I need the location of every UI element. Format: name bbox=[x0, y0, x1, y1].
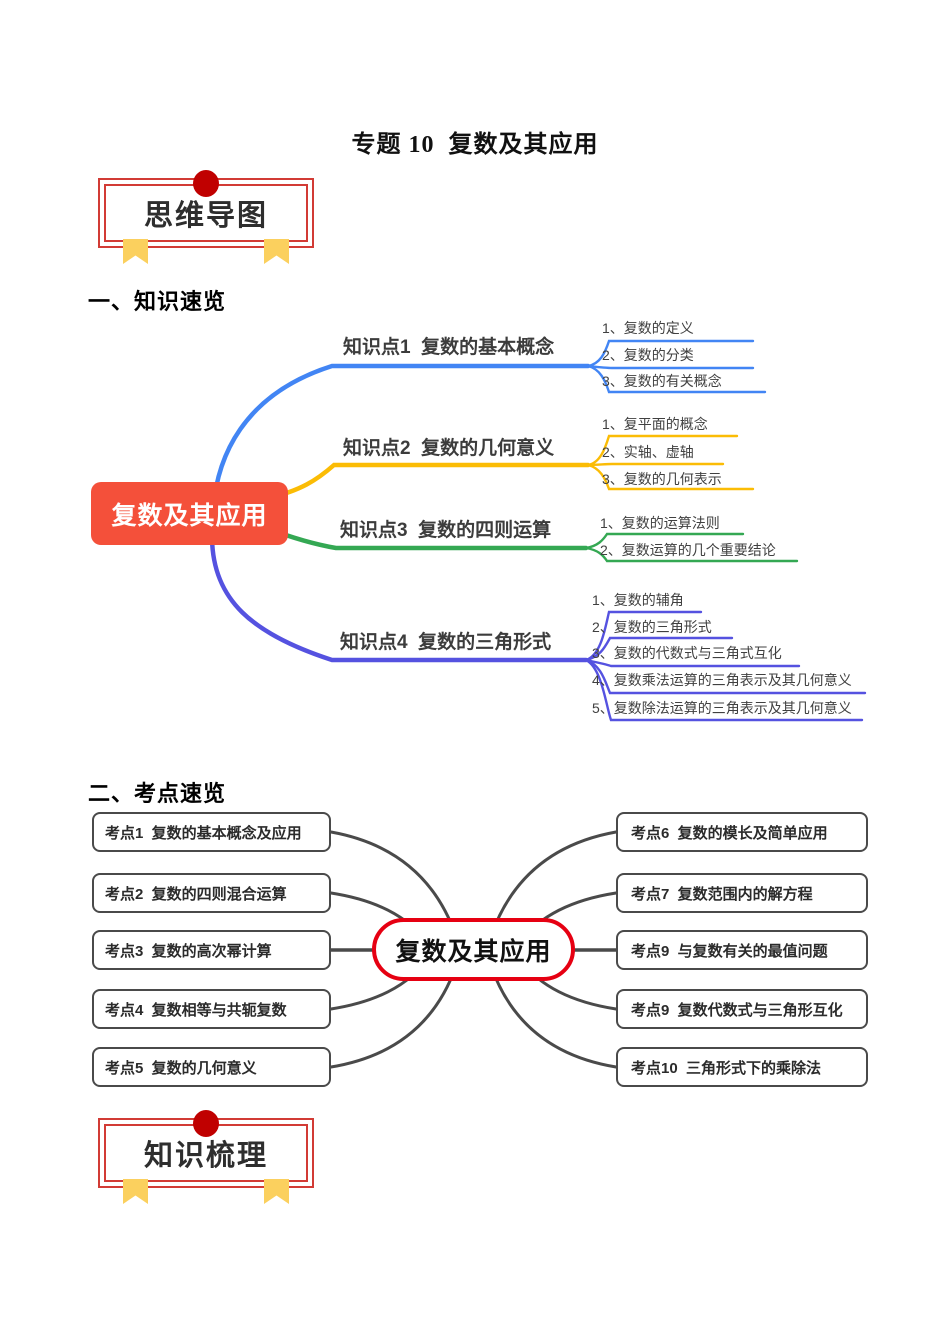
leaf-label: 3、复数的有关概念 bbox=[602, 373, 722, 389]
branch-label: 知识点3 复数的四则运算 bbox=[340, 520, 552, 541]
connector-line bbox=[329, 964, 458, 1069]
exam-point-box: 考点1 复数的基本概念及应用 bbox=[92, 812, 331, 852]
badge-label: 知识梳理 bbox=[143, 1140, 268, 1172]
exam-point-box: 考点5 复数的几何意义 bbox=[92, 1047, 331, 1087]
leaf-label: 1、复数的辅角 bbox=[592, 592, 684, 608]
leaf-line bbox=[586, 364, 755, 370]
leaf-label: 3、复数的代数式与三角式互化 bbox=[592, 645, 782, 661]
leaf-line bbox=[584, 636, 734, 662]
ribbon-icon bbox=[264, 239, 289, 264]
badge-label: 思维导图 bbox=[143, 200, 268, 232]
connector-line bbox=[489, 830, 618, 938]
branch-line bbox=[209, 535, 589, 663]
leaf-line bbox=[586, 462, 725, 467]
leaf-label: 2、复数的三角形式 bbox=[592, 619, 712, 635]
exam-point-box: 考点4 复数相等与共轭复数 bbox=[92, 989, 331, 1029]
section-heading-knowledge: 一、知识速览 bbox=[88, 289, 227, 314]
leaf-line bbox=[584, 546, 799, 563]
leaf-label: 1、复数的运算法则 bbox=[600, 515, 720, 531]
connector-line bbox=[329, 830, 458, 938]
branch-label: 知识点2 复数的几何意义 bbox=[343, 438, 555, 459]
connector-line bbox=[489, 964, 618, 1069]
leaf-label: 1、复平面的概念 bbox=[602, 416, 708, 432]
exam-point-box: 考点6 复数的模长及简单应用 bbox=[616, 812, 868, 852]
mind-map-stamp-badge: 思维导图 bbox=[98, 170, 314, 268]
page-title: 专题 10 复数及其应用 bbox=[351, 132, 599, 158]
ribbon-icon bbox=[123, 239, 148, 264]
leaf-line bbox=[586, 463, 755, 491]
leaf-label: 4、复数乘法运算的三角表示及其几何意义 bbox=[592, 672, 852, 688]
branch-line bbox=[265, 462, 591, 501]
branch-label: 知识点1 复数的基本概念 bbox=[343, 337, 555, 358]
leaf-line bbox=[586, 364, 767, 394]
leaf-line bbox=[584, 658, 864, 722]
leaf-line bbox=[586, 339, 755, 368]
exam-point-box: 考点3 复数的高次幂计算 bbox=[92, 930, 331, 970]
leaf-label: 5、复数除法运算的三角表示及其几何意义 bbox=[592, 700, 852, 716]
knowledge-organize-stamp-badge: 知识梳理 bbox=[98, 1110, 314, 1208]
leaf-label: 2、复数的分类 bbox=[602, 347, 694, 363]
ribbon-icon bbox=[123, 1179, 148, 1204]
exam-point-box: 考点9 与复数有关的最值问题 bbox=[616, 930, 868, 970]
section-heading-exam: 二、考点速览 bbox=[88, 781, 227, 806]
exam-mind-map: 考点1 复数的基本概念及应用 考点2 复数的四则混合运算 考点3 复数的高次幂计… bbox=[0, 800, 950, 1110]
seal-dot-icon bbox=[193, 1110, 219, 1137]
exam-point-box: 考点10 三角形式下的乘除法 bbox=[616, 1047, 868, 1087]
leaf-line bbox=[584, 532, 745, 550]
ribbon-icon bbox=[264, 1179, 289, 1204]
knowledge-map-center-node: 复数及其应用 bbox=[91, 482, 288, 545]
exam-point-box: 考点2 复数的四则混合运算 bbox=[92, 873, 331, 913]
knowledge-mind-map: 复数及其应用 知识点1 复数的基本概念 知识点2 复数的几何意义 知识点3 复数… bbox=[0, 300, 950, 740]
leaf-label: 2、复数运算的几个重要结论 bbox=[600, 542, 776, 558]
branch-label: 知识点4 复数的三角形式 bbox=[340, 632, 552, 653]
exam-map-center-node: 复数及其应用 bbox=[372, 918, 575, 981]
leaf-label: 1、复数的定义 bbox=[602, 320, 694, 336]
leaf-label: 3、复数的几何表示 bbox=[602, 471, 722, 487]
leaf-label: 2、实轴、虚轴 bbox=[602, 444, 694, 460]
exam-point-box: 考点7 复数范围内的解方程 bbox=[616, 873, 868, 913]
seal-dot-icon bbox=[193, 170, 219, 197]
exam-point-box: 考点9 复数代数式与三角形互化 bbox=[616, 989, 868, 1029]
